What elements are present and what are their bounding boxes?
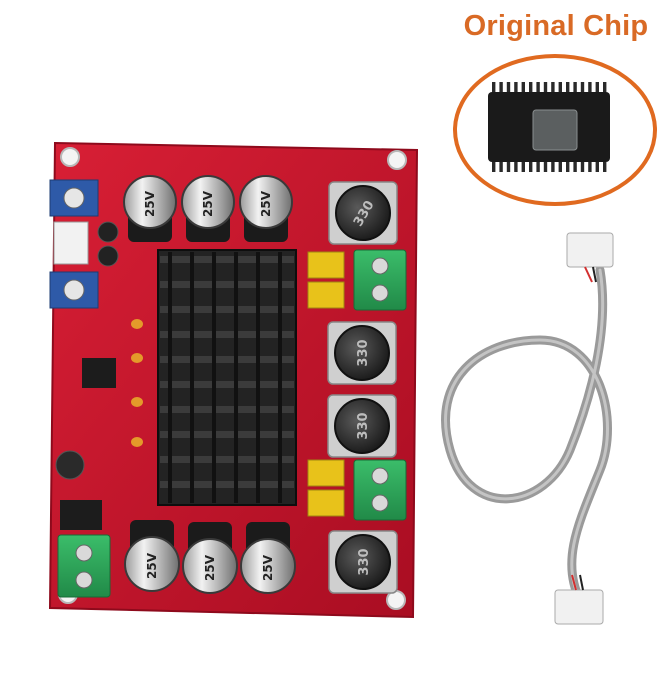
chip-pin <box>595 162 599 172</box>
chip-pin <box>499 82 503 92</box>
chip-pin <box>558 82 562 92</box>
film-capacitor <box>307 459 345 487</box>
chip-pin <box>543 162 548 172</box>
left-components <box>49 179 143 598</box>
heatsink-fin <box>160 456 294 463</box>
original-chip-callout <box>453 54 657 206</box>
callout-title: Original Chip <box>463 10 649 42</box>
heatsink-slot <box>256 252 260 503</box>
chip-pin <box>543 82 548 92</box>
svg-text:25V: 25V <box>201 190 215 217</box>
chip-pin <box>551 162 555 172</box>
screw-terminal <box>353 249 407 311</box>
heatsink-fin <box>160 381 294 388</box>
cable <box>441 265 612 605</box>
chip-pin <box>492 162 496 172</box>
chip-pin <box>499 162 503 172</box>
chip-pin <box>529 162 533 172</box>
svg-text:25V: 25V <box>259 190 273 217</box>
chip-pin <box>521 162 525 172</box>
heatsink-fin <box>160 306 294 313</box>
cable-assembly <box>441 232 614 625</box>
screw-terminal <box>353 459 407 521</box>
heatsink <box>157 249 297 506</box>
heatsink-fin <box>160 406 294 413</box>
heatsink-slot <box>234 252 238 503</box>
film-capacitor <box>307 281 345 309</box>
chip-pin <box>588 162 592 172</box>
chip-pin <box>566 162 570 172</box>
heatsink-fin <box>160 256 294 263</box>
mounting-hole <box>387 150 407 170</box>
capacitor-row-bottom: 25V 25V 25V <box>124 520 296 594</box>
chip-pins <box>492 82 607 172</box>
chip-thermal-pad <box>532 109 578 151</box>
chip-pin <box>551 82 555 92</box>
chip-pin <box>558 162 562 172</box>
heatsink-slot <box>190 252 194 503</box>
heatsink-slot <box>212 252 216 503</box>
svg-text:330: 330 <box>357 548 372 575</box>
chip-pin <box>492 82 496 92</box>
heatsink-slot <box>278 252 282 503</box>
heatsink-fin <box>160 281 294 288</box>
cable-connector-top <box>566 232 614 268</box>
heatsink-fins <box>160 252 294 503</box>
chip-pin <box>603 82 607 92</box>
heatsink-fin <box>160 431 294 438</box>
svg-text:25V: 25V <box>143 190 157 217</box>
chip-pin <box>514 82 518 92</box>
svg-text:25V: 25V <box>145 552 159 579</box>
power-component <box>60 500 102 530</box>
chip-pin <box>580 82 585 92</box>
chip-pin <box>603 162 607 172</box>
input-connector <box>53 221 89 265</box>
svg-text:25V: 25V <box>261 554 275 581</box>
inductor-column: 330 330 330 330 <box>327 181 398 594</box>
chip-pin <box>573 82 577 92</box>
chip-pin <box>506 82 511 92</box>
cable-connector-bottom <box>554 589 604 625</box>
small-capacitor <box>97 221 119 243</box>
chip-pin <box>595 82 599 92</box>
mounting-hole <box>60 147 80 167</box>
chip-pin <box>588 82 592 92</box>
film-capacitor <box>307 489 345 517</box>
ic-chip <box>82 358 116 388</box>
small-capacitor <box>97 245 119 267</box>
chip-pin <box>514 162 518 172</box>
chip-pin <box>521 82 525 92</box>
electrolytic-capacitor <box>55 450 85 480</box>
chip-pin <box>506 162 511 172</box>
chip-pin <box>536 82 540 92</box>
heatsink-fin <box>160 481 294 488</box>
svg-text:330: 330 <box>356 339 371 366</box>
chip-pin <box>529 82 533 92</box>
output-terminals <box>307 249 407 521</box>
svg-text:330: 330 <box>356 412 371 439</box>
heatsink-fin <box>160 331 294 338</box>
svg-text:25V: 25V <box>203 554 217 581</box>
chip-pin <box>566 82 570 92</box>
chip-pin <box>580 162 585 172</box>
heatsink-slot <box>168 252 172 503</box>
heatsink-fin <box>160 356 294 363</box>
chip-pin <box>573 162 577 172</box>
chip-pin <box>536 162 540 172</box>
capacitor-row-top: 25V 25V 25V <box>123 175 293 242</box>
film-capacitor <box>307 251 345 279</box>
power-terminal <box>57 534 111 598</box>
